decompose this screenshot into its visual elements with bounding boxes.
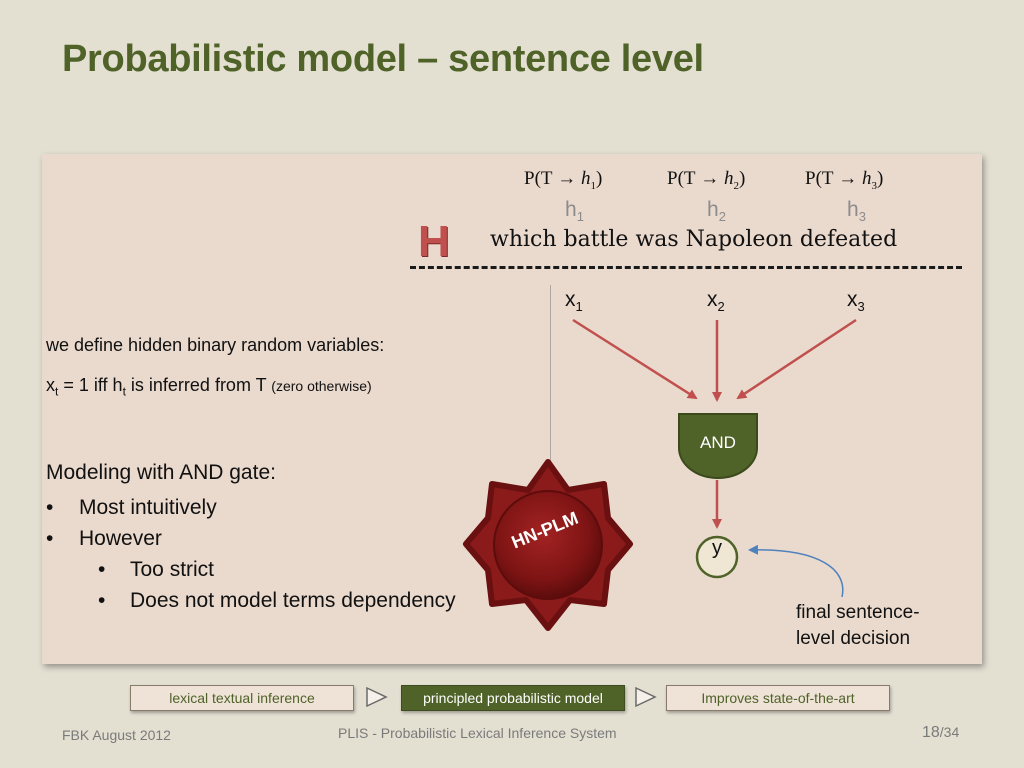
x-sub: 2 [717,299,725,315]
x-sub: 1 [575,299,583,315]
x1-label: x1 [565,288,583,314]
bullet-text: However [79,527,162,550]
h-base: h [847,198,859,221]
prob-pre: P(T [805,168,834,189]
prob-sub: 1 [590,179,597,192]
prob-arrow: → [700,168,720,189]
bullet-text: Does not model terms dependency [130,589,456,612]
x3-label: x3 [847,288,865,314]
bullet-marker: • [98,558,106,581]
page-total: /34 [939,724,960,740]
x2-label: x2 [707,288,725,314]
hypothesis-sentence: which battle was Napoleon defeated [490,227,898,252]
x-base: x [847,288,858,311]
prob-post: ) [739,168,746,189]
h-sub: 3 [858,209,866,225]
definition-line2: xt = 1 iff ht is inferred from T (zero o… [46,375,372,399]
def-end: is inferred from T [125,375,272,395]
h-sub: 1 [576,209,584,225]
prob-sub: 3 [871,179,878,192]
h3-label: h3 [847,198,866,224]
prob-arrow: → [838,168,858,189]
footer-date: FBK August 2012 [62,727,171,743]
def-note: (zero otherwise) [271,378,372,394]
prob-h2: P(T → h2) [667,168,745,192]
bullet-marker: • [46,527,54,550]
separator-line [550,285,551,470]
def-h-sub: t [122,384,126,399]
prob-h3: P(T → h3) [805,168,883,192]
page-current: 18 [922,724,940,741]
prob-h: h [862,168,872,189]
prob-h: h [724,168,734,189]
h-base: h [707,198,719,221]
h2-label: h2 [707,198,726,224]
output-label: y [712,537,722,559]
final-note: final sentence- level decision [796,600,920,652]
def-mid: = 1 iff h [58,375,123,395]
prob-post: ) [877,168,884,189]
bullet-text: Too strict [130,558,215,581]
flow-step-improves: Improves state-of-the-art [666,685,890,711]
prob-h: h [581,168,591,189]
bullet-text: Most intuitively [79,496,217,519]
hypothesis-letter: H [418,217,450,266]
page-number: 18/34 [922,724,959,742]
prob-post: ) [596,168,603,189]
flow-arrow-2-icon [635,686,657,708]
and-gate-label: AND [700,433,736,452]
prob-h1: P(T → h1) [524,168,602,192]
footer-title: PLIS - Probabilistic Lexical Inference S… [338,725,617,741]
modeling-heading: Modeling with AND gate: [46,461,276,484]
final-note-line1: final sentence- [796,602,920,623]
x-base: x [565,288,576,311]
x-base: x [707,288,718,311]
flow-arrow-1-icon [366,686,388,708]
def-x: x [46,375,55,395]
x-sub: 3 [857,299,865,315]
prob-pre: P(T [667,168,696,189]
h-base: h [565,198,577,221]
final-note-line2: level decision [796,628,911,649]
prob-pre: P(T [524,168,553,189]
slide-title: Probabilistic model – sentence level [62,38,704,80]
flow-step-probabilistic: principled probabilistic model [401,685,625,711]
h1-label: h1 [565,198,584,224]
prob-sub: 2 [733,179,740,192]
hypothesis-dashed-line [410,266,962,269]
definition-line1: we define hidden binary random variables… [46,335,385,355]
def-x-sub: t [55,384,59,399]
prob-arrow: → [557,168,577,189]
bullet-marker: • [98,589,106,612]
bullet-marker: • [46,496,54,519]
h-sub: 2 [718,209,726,225]
flow-step-lexical: lexical textual inference [130,685,354,711]
